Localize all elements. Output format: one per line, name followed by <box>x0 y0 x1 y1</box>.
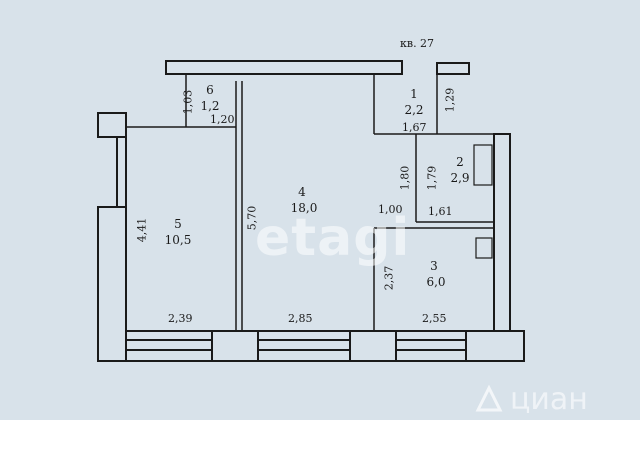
left-wall-upper <box>97 112 127 138</box>
dim-r5-height: 4,41 <box>135 217 149 243</box>
bottom-pier-2 <box>349 330 397 362</box>
apartment-label: кв. 27 <box>400 37 435 50</box>
room-5-area: 10,5 <box>164 233 192 247</box>
room-3-number: 3 <box>430 259 438 273</box>
dim-r3-height: 2,37 <box>382 265 396 291</box>
dim-r2-width: 1,61 <box>428 205 453 218</box>
cian-logo-icon <box>475 384 503 412</box>
right-wall <box>493 133 511 332</box>
left-wall-lower <box>97 206 127 362</box>
room-5-number: 5 <box>174 217 182 231</box>
dim-bottom-mid: 2,85 <box>288 312 313 325</box>
room-2-number: 2 <box>456 155 464 169</box>
floor-plan-drawing <box>97 60 525 362</box>
dim-corridor-width: 1,00 <box>378 203 403 216</box>
room-1-area: 2,2 <box>404 103 424 117</box>
room-3-area: 6,0 <box>426 275 446 289</box>
top-wall-right <box>436 62 470 75</box>
dim-corridor-height: 1,80 <box>398 165 412 191</box>
room-1-number: 1 <box>410 87 418 101</box>
dim-r6-width: 1,20 <box>210 113 235 126</box>
etagi-watermark: etagi <box>255 208 411 268</box>
bathtub <box>473 144 493 186</box>
cian-watermark: циан <box>510 382 588 417</box>
bottom-pier-1 <box>211 330 259 362</box>
dim-r1-width: 1,67 <box>402 121 427 134</box>
sink <box>475 237 493 259</box>
dim-bottom-right: 2,55 <box>422 312 447 325</box>
top-wall-left <box>165 60 403 75</box>
room-4-area: 18,0 <box>290 201 318 215</box>
room-2-area: 2,9 <box>450 171 470 185</box>
room-4-number: 4 <box>298 185 306 199</box>
room-6-area: 1,2 <box>200 99 220 113</box>
dim-bottom-left: 2,39 <box>168 312 193 325</box>
room-6-number: 6 <box>206 83 214 97</box>
dim-r1-height: 1,29 <box>443 87 457 113</box>
dim-r2-height: 1,79 <box>425 165 439 191</box>
floor-plan: кв. 27 6 1,2 1 2,2 2 2,9 3 6,0 4 18,0 5 … <box>0 0 640 420</box>
dim-r6-height: 1,03 <box>181 89 195 115</box>
bottom-right-wall <box>465 330 525 362</box>
